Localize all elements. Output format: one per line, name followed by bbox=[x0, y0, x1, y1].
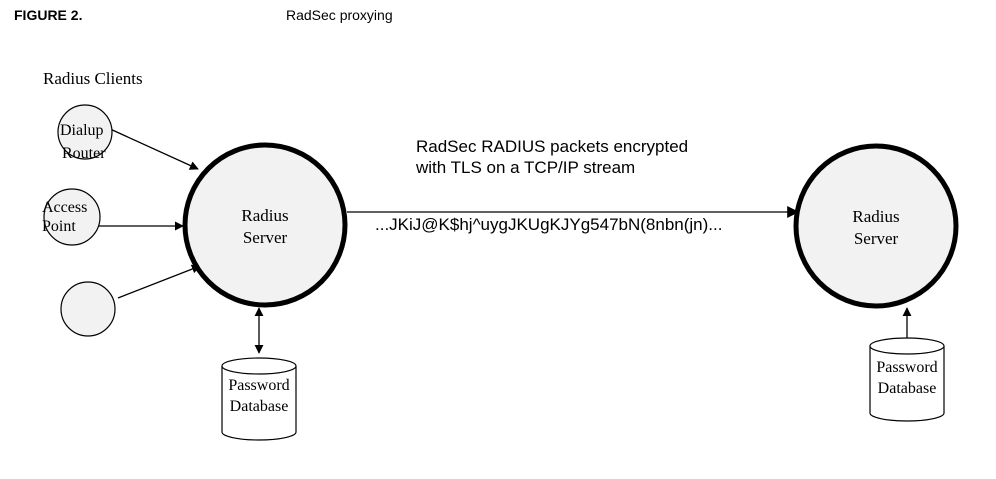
unnamed-client-arrow bbox=[117, 264, 201, 299]
link-caption-line1: RadSec RADIUS packets encrypted bbox=[416, 137, 688, 156]
link-caption-line2: with TLS on a TCP/IP stream bbox=[415, 158, 635, 177]
left-server-label-line2: Server bbox=[243, 228, 288, 247]
unnamed-client-node bbox=[60, 281, 116, 337]
dialup-arrow bbox=[107, 127, 199, 170]
access-point-label-line2: Point bbox=[42, 218, 76, 235]
left-db-label-line2: Database bbox=[230, 398, 289, 415]
right-server-label-line1: Radius bbox=[852, 207, 899, 226]
dialup-label-line2: Router bbox=[62, 145, 106, 162]
access-point-node bbox=[43, 188, 101, 246]
figure-label: FIGURE 2. bbox=[14, 7, 82, 23]
left-radius-server-node bbox=[182, 142, 348, 308]
right-db-label-line2: Database bbox=[878, 380, 937, 397]
access-point-label-line1: Access bbox=[42, 199, 87, 216]
left-password-database bbox=[221, 357, 297, 441]
dialup-router-node bbox=[57, 104, 113, 160]
right-server-label-line2: Server bbox=[854, 229, 899, 248]
dialup-label-line1: Dialup bbox=[60, 122, 104, 139]
encrypted-payload-text: ...JKiJ@K$hj^uygJKUgKJYg547bN(8nbn(jn)..… bbox=[375, 215, 722, 234]
clients-heading: Radius Clients bbox=[43, 69, 143, 88]
right-radius-server-node bbox=[793, 143, 959, 309]
right-password-database bbox=[869, 337, 945, 422]
figure-title: RadSec proxying bbox=[286, 7, 393, 23]
left-db-label-line1: Password bbox=[228, 377, 289, 394]
right-db-label-line1: Password bbox=[876, 359, 937, 376]
left-server-label-line1: Radius bbox=[241, 206, 288, 225]
